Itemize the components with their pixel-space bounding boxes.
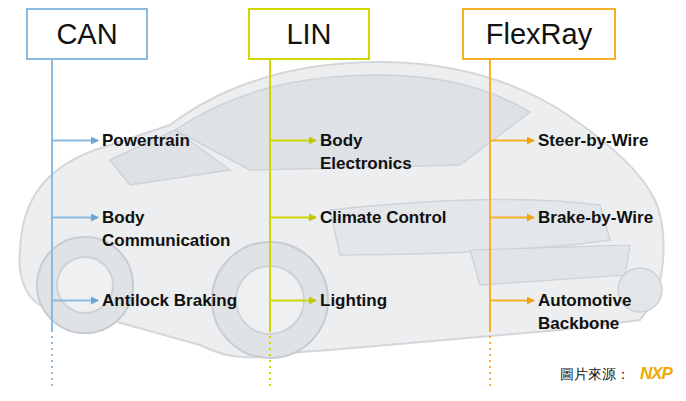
flexray-bus xyxy=(489,300,491,330)
bus-header: CAN xyxy=(26,8,148,60)
bus-arrow xyxy=(490,60,534,218)
function-label: Climate Control xyxy=(320,206,447,229)
function-label: Body Communication xyxy=(102,206,262,252)
bus-arrow xyxy=(270,60,316,218)
function-label: Steer-by-Wire xyxy=(538,129,648,152)
bus-name: FlexRay xyxy=(486,18,592,51)
lin-bus xyxy=(269,300,271,330)
function-text: Antilock Braking xyxy=(102,289,237,312)
function-label: Automotive Backbone xyxy=(538,289,658,335)
lin-bus-dotted xyxy=(269,330,271,390)
flexray-bus-dotted xyxy=(489,330,491,390)
bus-header: FlexRay xyxy=(462,8,616,60)
bus-header: LIN xyxy=(248,8,370,60)
function-label: Lighting xyxy=(320,289,387,312)
function-text: Climate Control xyxy=(320,206,447,229)
can-bus-dotted xyxy=(51,330,53,390)
function-label: Antilock Braking xyxy=(102,289,237,312)
bus-arrow xyxy=(490,60,534,141)
function-text: Automotive Backbone xyxy=(538,289,658,335)
source-note: 圖片來源： xyxy=(560,366,630,384)
function-text: Powertrain xyxy=(102,129,190,152)
bus-arrow xyxy=(52,60,98,301)
bus-name: LIN xyxy=(286,18,331,51)
function-label: Brake-by-Wire xyxy=(538,206,653,229)
function-text: Lighting xyxy=(320,289,387,312)
function-text: Brake-by-Wire xyxy=(538,206,653,229)
bus-arrow xyxy=(490,60,534,301)
function-text: Steer-by-Wire xyxy=(538,129,648,152)
function-label: Body Electronics xyxy=(320,129,440,175)
bus-arrow xyxy=(270,60,316,301)
nxp-logo: NXP xyxy=(640,364,672,384)
bus-arrow xyxy=(52,60,98,141)
function-text: Body Electronics xyxy=(320,129,440,175)
function-text: Body Communication xyxy=(102,206,262,252)
can-bus xyxy=(51,300,53,330)
bus-arrow xyxy=(52,60,98,218)
function-label: Powertrain xyxy=(102,129,190,152)
bus-arrow xyxy=(270,60,316,141)
bus-name: CAN xyxy=(56,18,117,51)
